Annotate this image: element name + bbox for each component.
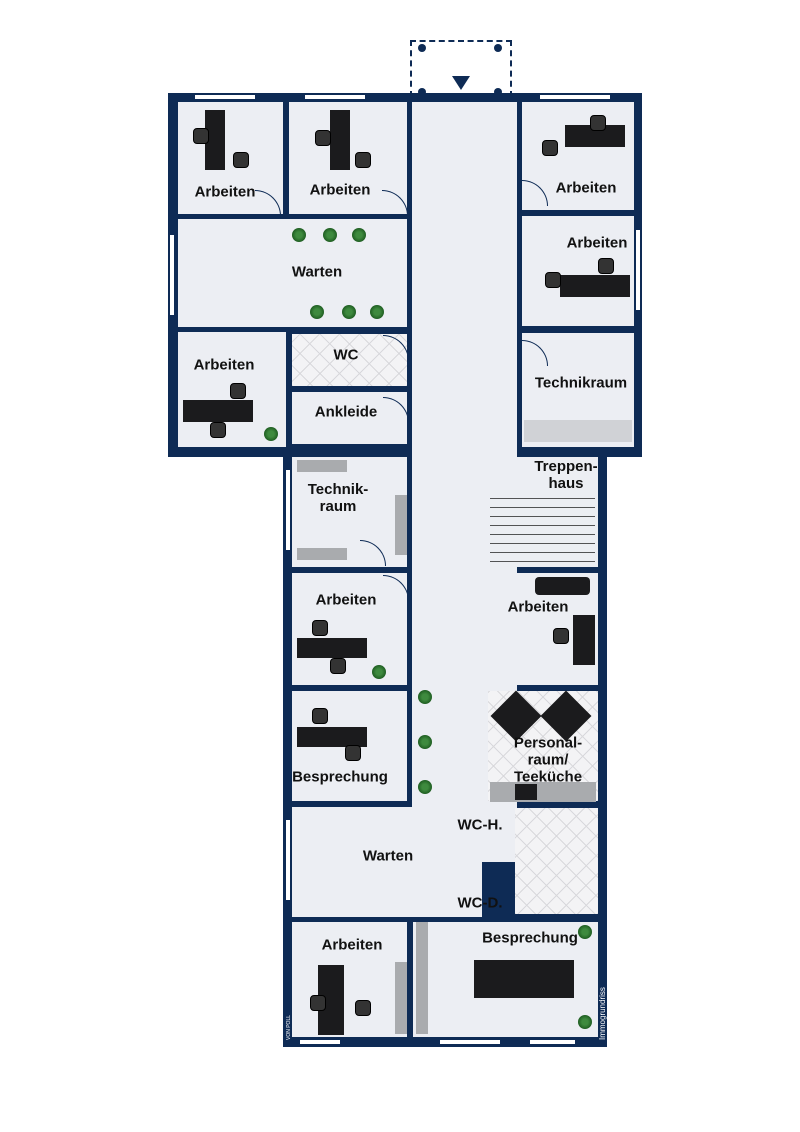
corridor-floor [412, 455, 484, 855]
chair [330, 658, 346, 674]
plant-icon [342, 305, 356, 319]
room-label: Arbeiten [309, 181, 371, 199]
chair [233, 152, 249, 168]
plant-icon [352, 228, 366, 242]
canopy-post [494, 44, 502, 52]
staircase [490, 490, 595, 562]
room-label: Arbeiten [507, 598, 569, 616]
chair [312, 620, 328, 636]
plant-icon [323, 228, 337, 242]
room-label: Arbeiten [321, 936, 383, 954]
room-label: Arbeiten [194, 183, 256, 201]
entrance-canopy [410, 40, 512, 97]
room-label: Technikraum [534, 374, 628, 392]
plant-icon [578, 1015, 592, 1029]
room-label: Arbeiten [193, 356, 255, 374]
cabinet [395, 962, 407, 1034]
chair [315, 130, 331, 146]
desk [205, 110, 225, 170]
cabinet [297, 548, 347, 560]
desk [565, 125, 625, 147]
chair [230, 383, 246, 399]
logo: VON POLL [286, 1014, 292, 1040]
room-floor [292, 922, 407, 1037]
room-label: Arbeiten [566, 234, 628, 252]
plant-icon [418, 690, 432, 704]
chair [210, 422, 226, 438]
window [305, 95, 365, 99]
chair [355, 152, 371, 168]
window [170, 235, 174, 315]
window [540, 95, 610, 99]
plant-icon [264, 427, 278, 441]
window [286, 820, 290, 900]
chair [312, 708, 328, 724]
chair [355, 1000, 371, 1016]
cabinet [297, 460, 347, 472]
chair [345, 745, 361, 761]
chair [545, 272, 561, 288]
plant-icon [578, 925, 592, 939]
window [636, 230, 640, 310]
window [530, 1040, 575, 1044]
sofa [535, 577, 590, 595]
desk [183, 400, 253, 422]
room-label: WC [333, 346, 359, 364]
room-label: Ankleide [314, 403, 378, 421]
chair [193, 128, 209, 144]
room-label: WC-H. [457, 816, 503, 834]
chair [590, 115, 606, 131]
plant-icon [292, 228, 306, 242]
desk [573, 615, 595, 665]
room-label: Besprechung [292, 768, 388, 786]
chair [553, 628, 569, 644]
plant-icon [418, 780, 432, 794]
cabinet [416, 922, 428, 1034]
window [286, 470, 290, 550]
conference-table [474, 960, 574, 998]
room-label: Besprechung [482, 929, 578, 947]
chair [542, 140, 558, 156]
plant-icon [310, 305, 324, 319]
canopy-post [418, 88, 426, 96]
plant-icon [372, 665, 386, 679]
stove [515, 784, 537, 800]
cabinet [395, 495, 407, 555]
room-label: Treppen- haus [534, 458, 598, 492]
desk [297, 638, 367, 658]
room-label: Technik- raum [307, 481, 369, 515]
canopy-post [494, 88, 502, 96]
plant-icon [370, 305, 384, 319]
room-label: Warten [362, 847, 414, 865]
plant-icon [418, 735, 432, 749]
room-floor [522, 216, 634, 326]
cabinet [524, 420, 632, 442]
canopy-post [418, 44, 426, 52]
chair [310, 995, 326, 1011]
chair [598, 258, 614, 274]
desk [330, 110, 350, 170]
room-floor [515, 808, 598, 914]
watermark: Immogrundriss [598, 987, 607, 1040]
room-label: Arbeiten [315, 591, 377, 609]
desk [560, 275, 630, 297]
window [440, 1040, 500, 1044]
room-label: WC-D. [457, 894, 503, 912]
room-label: Personal- raum/ Teeküche [513, 734, 583, 786]
window [195, 95, 255, 99]
entrance-arrow-icon [452, 76, 470, 90]
room-label: Arbeiten [555, 179, 617, 197]
room-label: Warten [291, 263, 343, 281]
desk [297, 727, 367, 747]
window [300, 1040, 340, 1044]
